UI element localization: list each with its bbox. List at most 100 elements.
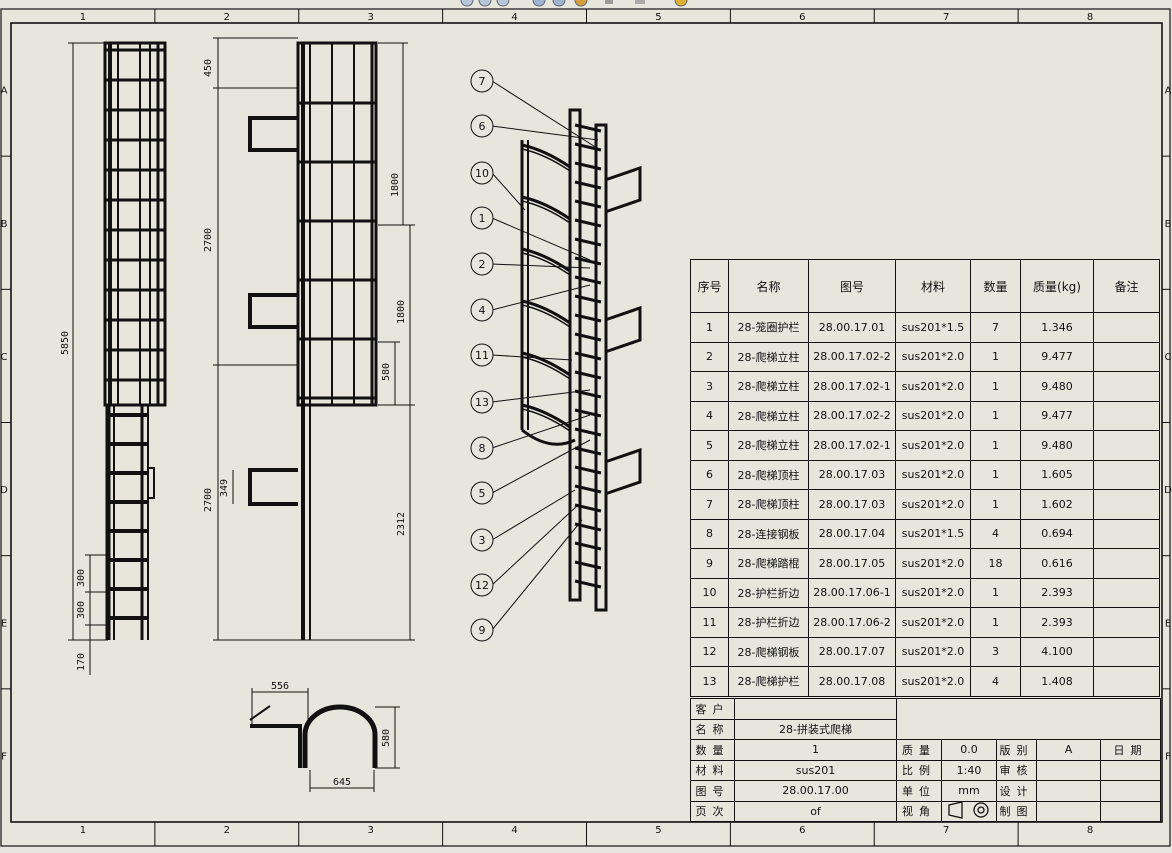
item-balloon — [470, 528, 494, 552]
dim-top-offset: 450 — [203, 59, 214, 77]
title-block: 客户 名称 28-拼装式爬梯 数量 1 质量 0.0 版别 A 日期 材料 su… — [690, 698, 1161, 822]
bom-cell: 28.00.17.06-1 — [808, 577, 896, 608]
balloon-label: 8 — [479, 442, 486, 455]
dim-gap-580: 580 — [381, 363, 392, 381]
balloon-label: 10 — [475, 167, 489, 180]
bom-cell: 6 — [690, 459, 729, 490]
design-label: 设计 — [996, 780, 1037, 802]
bom-cell: 28-笼圈护栏 — [728, 312, 809, 343]
bom-cell: 12 — [690, 636, 729, 667]
item-balloon — [470, 114, 494, 138]
bom-cell: 28.00.17.02-2 — [808, 341, 896, 372]
toolbar-view-icon[interactable] — [674, 0, 688, 7]
item-balloon — [470, 161, 494, 185]
zone-label: A — [1, 86, 8, 97]
bom-cell: 9.477 — [1020, 400, 1094, 431]
bom-cell: sus201*2.0 — [895, 371, 971, 402]
item-balloon — [470, 481, 494, 505]
zone-label: 7 — [943, 12, 949, 23]
bom-cell: sus201*1.5 — [895, 518, 971, 549]
bom-header-cell: 图号 — [808, 259, 896, 313]
toolbar-view-icon[interactable] — [552, 0, 566, 7]
zone-label: 3 — [368, 825, 374, 836]
bom-cell — [1093, 430, 1160, 461]
zone-label: 3 — [368, 12, 374, 23]
bom-cell: 1.602 — [1020, 489, 1094, 520]
bom-cell: 28.00.17.03 — [808, 489, 896, 520]
zone-label: E — [1165, 618, 1171, 629]
drafting-extra — [1100, 800, 1161, 822]
balloon-label: 1 — [479, 212, 486, 225]
bom-cell: 28-爬梯护栏 — [728, 666, 809, 697]
toolbar-zoom-icon[interactable] — [478, 0, 492, 7]
toolbar-zoom-icon[interactable] — [460, 0, 474, 7]
item-balloon — [470, 343, 494, 367]
scale-label: 比例 — [896, 759, 942, 781]
mass-value: 0.0 — [941, 739, 997, 761]
version-value: A — [1036, 739, 1101, 761]
customer-label: 客户 — [690, 698, 735, 720]
sheet-outer-border — [0, 8, 1171, 847]
balloon-label: 11 — [475, 349, 489, 362]
bom-cell — [1093, 371, 1160, 402]
bom-cell — [1093, 666, 1160, 697]
bom-cell: 1 — [690, 312, 729, 343]
toolbar-zoom-icon[interactable] — [496, 0, 510, 7]
zone-label: 5 — [655, 825, 661, 836]
zone-label: 6 — [799, 825, 805, 836]
zone-label: F — [1, 751, 7, 762]
zone-label: 1 — [80, 12, 86, 23]
toolbar-view-icon[interactable] — [605, 0, 613, 4]
dim-segment-1800-mid: 1800 — [396, 300, 407, 324]
bom-cell: 1 — [970, 341, 1021, 372]
design-value — [1036, 780, 1101, 802]
bom-cell — [1093, 607, 1160, 638]
date-value — [1100, 759, 1161, 781]
toolbar-view-icon[interactable] — [574, 0, 588, 7]
zone-label: 5 — [655, 12, 661, 23]
bom-cell: 28.00.17.07 — [808, 636, 896, 667]
balloon-label: 12 — [475, 579, 489, 592]
zone-label: 8 — [1087, 825, 1093, 836]
review-label: 审核 — [996, 759, 1037, 781]
bom-cell: 28-爬梯顶柱 — [728, 459, 809, 490]
bom-cell: sus201*2.0 — [895, 489, 971, 520]
toolbar-view-icon[interactable] — [532, 0, 546, 7]
bom-cell: 0.616 — [1020, 548, 1094, 579]
zone-label: 4 — [511, 12, 517, 23]
material-label: 材料 — [690, 759, 735, 781]
dim-rung-300-a: 300 — [76, 569, 87, 587]
bom-cell: 28-护栏折边 — [728, 577, 809, 608]
view-toolbar[interactable] — [455, 0, 695, 8]
balloon-label: 9 — [479, 624, 486, 637]
title-block-blank — [896, 698, 1161, 740]
material-value: sus201 — [734, 759, 897, 781]
bom-cell — [1093, 341, 1160, 372]
qty-label: 数量 — [690, 739, 735, 761]
dim-height-2312: 2312 — [396, 512, 407, 536]
bom-cell — [1093, 489, 1160, 520]
zone-label: 4 — [511, 825, 517, 836]
bom-cell: sus201*1.5 — [895, 312, 971, 343]
bom-cell: 28.00.17.01 — [808, 312, 896, 343]
bom-header-row: 序号名称图号材料数量质量(kg)备注 — [690, 259, 1160, 313]
bom-cell: 8 — [690, 518, 729, 549]
bom-cell: 0.694 — [1020, 518, 1094, 549]
bom-cell: sus201*2.0 — [895, 459, 971, 490]
bom-cell: 5 — [690, 430, 729, 461]
scale-value: 1:40 — [941, 759, 997, 781]
bom-cell: 13 — [690, 666, 729, 697]
zone-label: B — [1, 219, 8, 230]
bom-cell: 28.00.17.02-1 — [808, 371, 896, 402]
design-extra — [1100, 780, 1161, 802]
toolbar-view-icon[interactable] — [635, 0, 645, 4]
bom-cell: 28.00.17.06-2 — [808, 607, 896, 638]
